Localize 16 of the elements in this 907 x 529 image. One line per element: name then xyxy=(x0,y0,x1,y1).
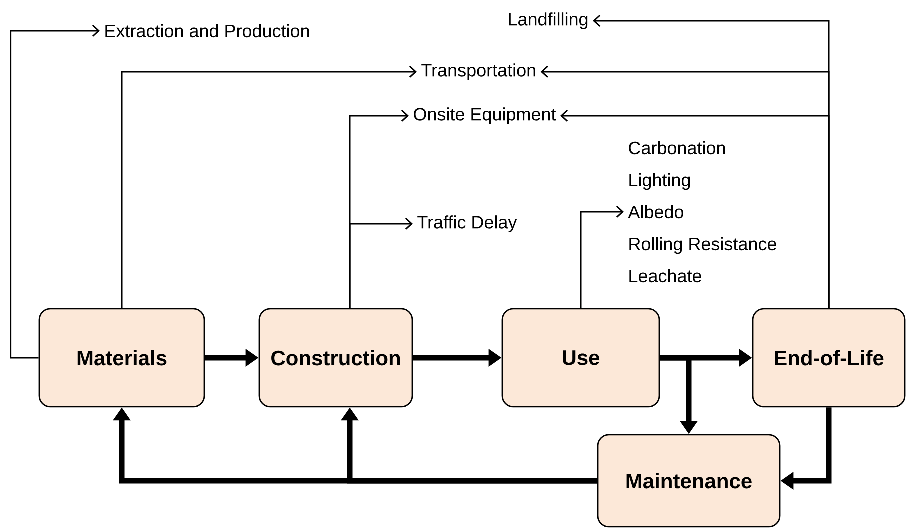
impact-label: Landfilling xyxy=(509,12,588,30)
arrow xyxy=(121,66,417,308)
impact-list: Carbonation Lighting Albedo Rolling Resistance Leachate xyxy=(628,141,776,283)
process-box: Materials xyxy=(38,308,206,408)
process-box: Construction xyxy=(258,308,414,408)
process-box: Use xyxy=(502,308,660,408)
impact-label: Onsite Equipment xyxy=(414,108,556,124)
impact-label: Traffic Delay xyxy=(418,216,518,232)
arrow xyxy=(580,206,624,308)
impact-label: Extraction and Production xyxy=(106,24,310,38)
arrow xyxy=(560,110,830,308)
arrow xyxy=(10,24,100,359)
arrow xyxy=(349,218,413,308)
impact-label: Transportation xyxy=(422,64,536,80)
process-box: Maintenance xyxy=(597,434,781,528)
process-box: End-of-Life xyxy=(752,308,906,408)
